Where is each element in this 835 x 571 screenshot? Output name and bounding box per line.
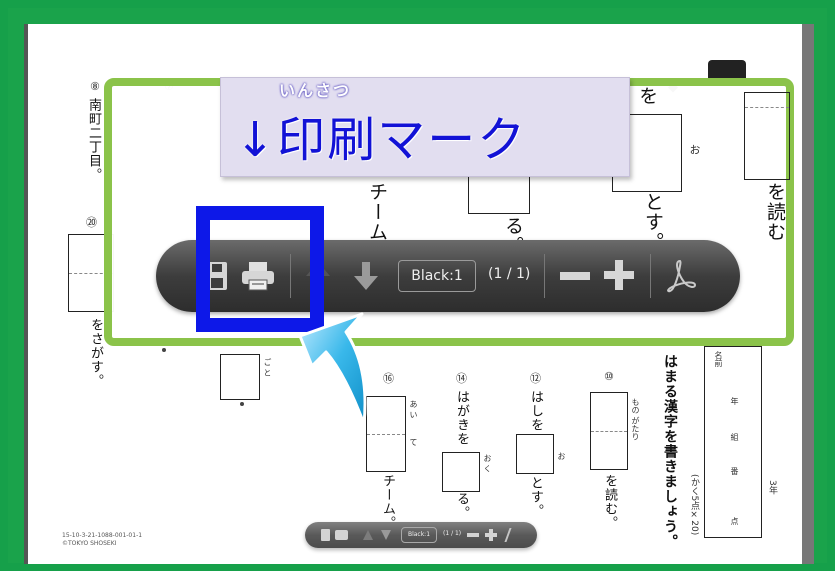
col12-end: とす。	[528, 476, 543, 518]
kana-oku: お く	[483, 454, 492, 473]
toolbar-separator	[544, 254, 545, 298]
question-number-20: ⑳	[86, 216, 97, 229]
print-button-highlight	[196, 206, 324, 332]
zoom-out-icon[interactable]	[467, 533, 479, 537]
zoom-in-icon[interactable]	[485, 529, 497, 541]
toolbar-separator	[290, 254, 291, 298]
form-label-year: 年	[730, 397, 739, 405]
label-text: ↓印刷マーク	[235, 112, 528, 168]
footer-copyright: ©TOKYO SHOSEKI	[62, 540, 117, 547]
page-indicator: (1 / 1)	[488, 266, 531, 282]
page-indicator-small: (1 / 1)	[443, 530, 462, 537]
print-toolbar-small: Black:1 (1 / 1)	[305, 522, 537, 548]
save-icon[interactable]	[204, 260, 230, 292]
col10-text: を読む。	[602, 474, 617, 530]
acrobat-icon[interactable]	[664, 258, 698, 294]
col14-end: る。	[454, 492, 469, 520]
ink-select[interactable]: Black:1	[398, 260, 476, 292]
page-tab	[708, 60, 746, 82]
form-label-class: 組	[730, 433, 739, 441]
kana-ai: あ い	[409, 400, 418, 419]
dot	[162, 348, 166, 352]
answer-box-16	[366, 396, 406, 472]
zoom-out-icon[interactable]	[558, 266, 592, 286]
label-ruby: いんさつ	[279, 81, 352, 100]
arrow-up-icon[interactable]	[363, 530, 373, 540]
acrobat-icon[interactable]	[504, 528, 524, 542]
form-label-number: 番	[730, 467, 739, 475]
dot	[240, 402, 244, 406]
col12-text: はしを	[528, 390, 543, 432]
zoom-tosu: とす。	[642, 192, 664, 252]
zoom-yomu: を読む	[764, 182, 786, 242]
kana-o: お	[557, 452, 566, 460]
toolbar-separator	[650, 254, 651, 298]
answer-box-10	[590, 392, 628, 470]
points-text: (かく5点×20)	[689, 474, 699, 536]
answer-box-18	[220, 354, 260, 400]
kana-go: ご と	[263, 358, 272, 377]
instruction-text: はまる漢字を書きましょう。	[662, 354, 678, 549]
col14-text: はがきを	[454, 390, 469, 446]
answer-box-12	[516, 434, 554, 474]
footer-code: 15-10-3-21-1088-001-01-1	[62, 532, 143, 539]
col8-text: 南町二丁目。	[86, 98, 101, 182]
print-mark-label: いんさつ ↓印刷マーク	[220, 77, 630, 177]
col20-text: をさがす。	[88, 318, 103, 388]
ink-select-small[interactable]: Black:1	[401, 527, 437, 543]
question-number-10: ⑩	[604, 370, 614, 383]
zoom-kana-o: お	[688, 144, 701, 155]
form-label-name: 名前	[714, 351, 723, 367]
arrow-down-icon[interactable]	[352, 260, 380, 292]
question-number-16: ⑯	[383, 372, 394, 385]
zoom-wo: を	[636, 86, 658, 106]
arrow-down-icon[interactable]	[381, 530, 391, 540]
page-edge	[802, 24, 814, 564]
zoom-in-icon[interactable]	[602, 258, 636, 292]
zoom-box-1	[744, 92, 790, 180]
answer-box-14	[442, 452, 480, 492]
grade-label: 3年	[767, 480, 777, 495]
question-number-14: ⑭	[456, 372, 467, 385]
save-icon[interactable]	[321, 529, 330, 541]
print-icon[interactable]	[240, 260, 276, 292]
name-form: 名前 年 組 番 点	[704, 346, 762, 538]
pointer-arrow	[298, 312, 367, 426]
question-number-8: ⑧	[90, 80, 100, 93]
print-toolbar: Black:1 (1 / 1)	[156, 240, 740, 312]
col16-text: チーム。	[380, 474, 395, 530]
form-label-score: 点	[730, 517, 739, 525]
kana-monogatari: もの がたり	[631, 398, 640, 441]
print-icon[interactable]	[335, 530, 348, 540]
question-number-12: ⑫	[530, 372, 541, 385]
kana-te: て	[409, 438, 418, 446]
